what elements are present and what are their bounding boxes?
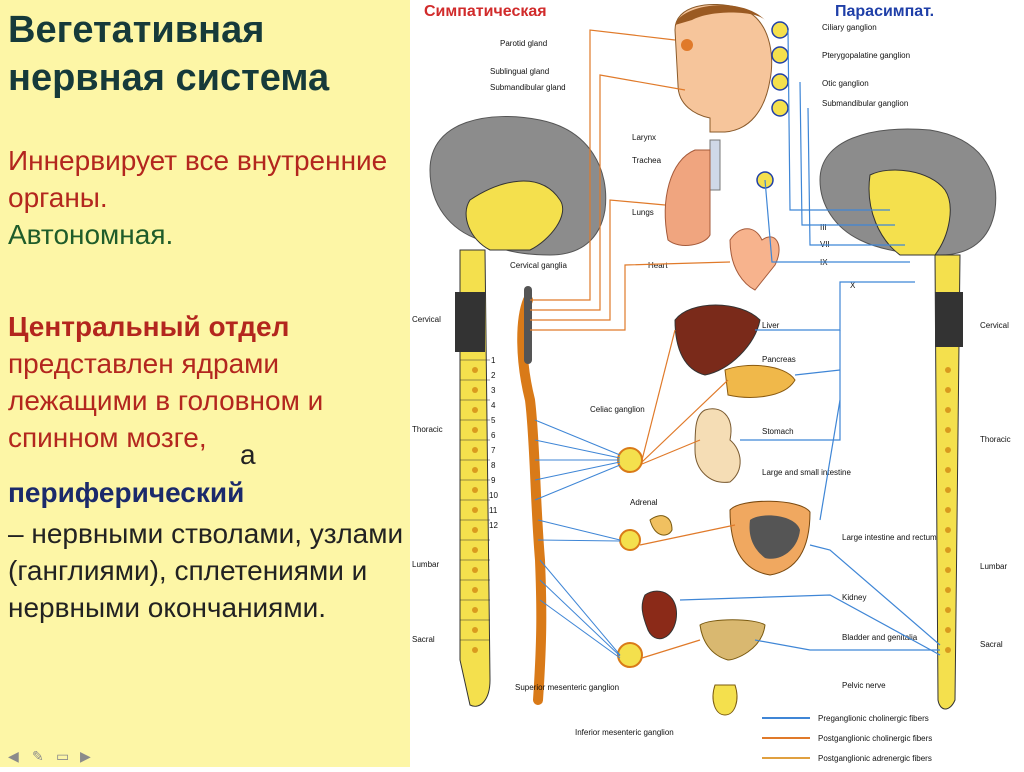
header-sympathetic: Симпатическая [424, 3, 547, 20]
vert-5: 5 [491, 416, 496, 425]
label-parotid: Parotid gland [500, 39, 547, 48]
hair [675, 5, 765, 25]
label-stomach: Stomach [762, 427, 794, 436]
label-ciliary: Ciliary ganglion [822, 23, 877, 32]
label-celiac: Celiac ganglion [590, 405, 645, 414]
kidney-shape [641, 590, 677, 640]
arrow-left-icon[interactable]: ◀ [8, 748, 19, 764]
liver-shape [674, 304, 761, 376]
vert-9: 9 [491, 476, 496, 485]
right-spinal-cord [934, 254, 961, 710]
label-pelvic: Pelvic nerve [842, 681, 886, 690]
vert-10: 10 [489, 491, 498, 500]
label-adrenal: Adrenal [630, 498, 658, 507]
vert-8: 8 [491, 461, 496, 470]
left-cervical-segments [455, 292, 485, 352]
label-sublingual: Sublingual gland [490, 67, 549, 76]
para-innervates: Иннервирует все внутренние органы. [8, 145, 388, 213]
legend-preganglionic: Preganglionic cholinergic fibers [818, 714, 929, 723]
vert-11: 11 [489, 506, 498, 515]
peripheral-heading: периферический [8, 477, 245, 508]
bladder-shape [699, 619, 766, 661]
diagram-svg: Симпатическая Парасимпат. 1 2 3 4 5 [412, 3, 1011, 763]
conjunction-a: а [240, 439, 256, 470]
label-superior-mesenteric: Superior mesenteric ganglion [515, 683, 619, 692]
label-pterygopalatine: Pterygopalatine ganglion [822, 51, 910, 60]
vert-7: 7 [491, 446, 496, 455]
label-large-rectum: Large intestine and rectum [842, 533, 937, 542]
postganglionic-fibers [530, 29, 736, 659]
stomach-shape [694, 408, 741, 483]
left-spinal-cord [459, 249, 491, 707]
label-pancreas: Pancreas [762, 355, 796, 364]
label-trachea: Trachea [632, 156, 662, 165]
head [674, 3, 773, 133]
right-brainstem [868, 169, 951, 256]
vert-2: 2 [491, 371, 496, 380]
label-kidney: Kidney [842, 593, 866, 602]
region-left-lumbar: Lumbar [412, 560, 439, 569]
header-parasympathetic: Парасимпат. [835, 3, 934, 20]
pen-icon[interactable]: ✎ [32, 748, 44, 764]
celiac-ganglion [617, 447, 643, 473]
heart-shape [729, 228, 780, 291]
lung-shape [664, 149, 711, 246]
small-intestine-shape [749, 515, 800, 559]
label-submandibular: Submandibular gland [490, 83, 566, 92]
central-text: представлен ядрами лежащими в головном и… [8, 348, 324, 453]
preganglionic-fibers [534, 419, 621, 659]
label-otic: Otic ganglion [822, 79, 869, 88]
trachea-shape [709, 139, 721, 191]
arrow-right-icon[interactable]: ▶ [80, 748, 91, 764]
para-autonomous: Автономная. [8, 219, 174, 250]
otic-ganglion [771, 73, 789, 91]
legend-postganglionic-adren: Postganglionic adrenergic fibers [818, 754, 932, 763]
label-heart: Heart [648, 261, 668, 270]
region-right-sacral: Sacral [980, 640, 1003, 649]
adrenal-shape [649, 515, 673, 536]
label-lungs: Lungs [632, 208, 654, 217]
text-panel: Вегетативная нервная система Иннервирует… [0, 0, 410, 767]
screen-icon[interactable]: ▭ [56, 748, 70, 764]
region-right-thoracic: Thoracic [980, 435, 1011, 444]
ciliary-ganglion [771, 21, 789, 39]
label-inferior-mesenteric: Inferior mesenteric ganglion [575, 728, 674, 737]
region-left-cervical: Cervical [412, 315, 441, 324]
legend: Preganglionic cholinergic fibers Postgan… [762, 714, 932, 763]
label-X: X [850, 281, 856, 290]
vert-12: 12 [489, 521, 498, 530]
vert-3: 3 [491, 386, 496, 395]
slide-nav: ◀ ✎ ▭ ▶ [8, 749, 94, 763]
submandibular-ganglion [771, 99, 789, 117]
legend-postganglionic-chol: Postganglionic cholinergic fibers [818, 734, 932, 743]
pancreas-shape [724, 364, 796, 398]
region-right-cervical: Cervical [980, 321, 1009, 330]
region-left-sacral: Sacral [412, 635, 435, 644]
eye-ganglion [681, 39, 693, 51]
label-liver: Liver [762, 321, 780, 330]
label-cervical-ganglia: Cervical ganglia [510, 261, 567, 270]
ans-diagram: Симпатическая Парасимпат. 1 2 3 4 5 [410, 0, 1024, 767]
superior-mesenteric-ganglion [619, 529, 641, 551]
label-bladder: Bladder and genitalia [842, 633, 918, 642]
region-right-lumbar: Lumbar [980, 562, 1007, 571]
vert-6: 6 [491, 431, 496, 440]
label-large-small: Large and small intestine [762, 468, 851, 477]
central-heading: Центральный отдел [8, 311, 290, 342]
label-larynx: Larynx [632, 133, 656, 142]
inferior-mesenteric-ganglion [617, 642, 643, 668]
parasympathetic-fibers [679, 29, 941, 656]
region-left-thoracic: Thoracic [412, 425, 443, 434]
right-cervical-segments [935, 292, 963, 347]
vert-4: 4 [491, 401, 496, 410]
peripheral-text: – нервными стволами, узлами (ганглиями),… [8, 518, 404, 623]
pterygopalatine-ganglion [771, 46, 789, 64]
left-brainstem [465, 180, 564, 251]
label-III: III [820, 223, 827, 232]
slide-title: Вегетативная нервная система [8, 9, 330, 99]
sympathetic-chain [517, 295, 547, 705]
genitalia-shape [712, 684, 738, 716]
vert-1: 1 [491, 356, 496, 365]
label-submandibular-ganglion: Submandibular ganglion [822, 99, 908, 108]
